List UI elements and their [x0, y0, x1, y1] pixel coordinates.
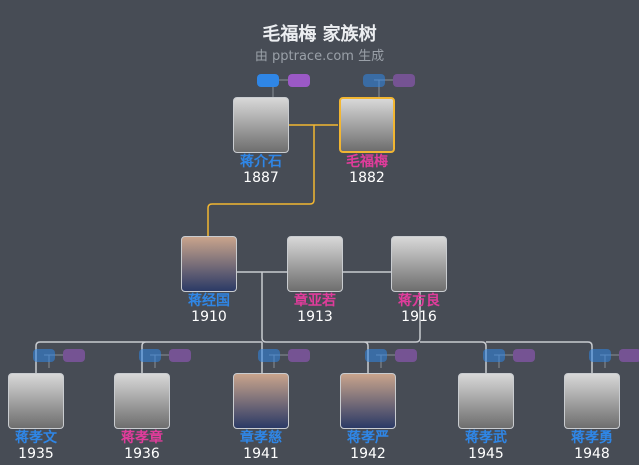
person-photo[interactable] [340, 373, 396, 429]
person-name: 蒋孝文 [15, 430, 57, 446]
add-parent-button[interactable] [258, 349, 280, 362]
person-photo[interactable] [233, 97, 289, 153]
descent-line-gen1 [207, 125, 315, 236]
person-birth-year: 1887 [243, 170, 279, 186]
person-photo[interactable] [8, 373, 64, 429]
add-spouse-button[interactable] [619, 349, 639, 362]
person-name: 蒋孝严 [347, 430, 389, 446]
add-spouse-button[interactable] [513, 349, 535, 362]
person-name: 蒋介石 [240, 154, 282, 170]
add-parent-button[interactable] [257, 74, 279, 87]
person-birth-year: 1913 [297, 309, 333, 325]
add-parent-button[interactable] [483, 349, 505, 362]
add-spouse-button[interactable] [393, 74, 415, 87]
person-birth-year: 1941 [243, 446, 279, 462]
person-photo[interactable] [233, 373, 289, 429]
add-spouse-button[interactable] [288, 74, 310, 87]
person-photo[interactable] [287, 236, 343, 292]
person-birth-year: 1948 [574, 446, 610, 462]
add-parent-button[interactable] [589, 349, 611, 362]
person-name: 蒋经国 [188, 293, 230, 309]
person-name: 蒋孝章 [121, 430, 163, 446]
person-photo[interactable] [339, 97, 395, 153]
person-photo[interactable] [391, 236, 447, 292]
add-parent-button[interactable] [363, 74, 385, 87]
subtitle: 由 pptrace.com 生成 [254, 49, 385, 64]
person-name: 蒋孝勇 [571, 430, 613, 446]
person-birth-year: 1942 [350, 446, 386, 462]
add-spouse-button[interactable] [169, 349, 191, 362]
page-title: 毛福梅 家族树 [262, 24, 377, 45]
person-birth-year: 1936 [124, 446, 160, 462]
person-birth-year: 1935 [18, 446, 54, 462]
person-birth-year: 1910 [191, 309, 227, 325]
person-name: 蒋孝武 [465, 430, 507, 446]
add-spouse-button[interactable] [63, 349, 85, 362]
person-photo[interactable] [564, 373, 620, 429]
person-name: 章孝慈 [240, 430, 282, 446]
person-name: 毛福梅 [346, 154, 388, 170]
person-name: 蒋方良 [398, 293, 440, 309]
person-birth-year: 1916 [401, 309, 437, 325]
add-spouse-button[interactable] [288, 349, 310, 362]
add-parent-button[interactable] [365, 349, 387, 362]
add-spouse-button[interactable] [395, 349, 417, 362]
person-photo[interactable] [114, 373, 170, 429]
person-photo[interactable] [458, 373, 514, 429]
add-parent-button[interactable] [139, 349, 161, 362]
person-name: 章亚若 [294, 293, 336, 309]
person-birth-year: 1945 [468, 446, 504, 462]
add-parent-button[interactable] [33, 349, 55, 362]
person-birth-year: 1882 [349, 170, 385, 186]
person-photo[interactable] [181, 236, 237, 292]
